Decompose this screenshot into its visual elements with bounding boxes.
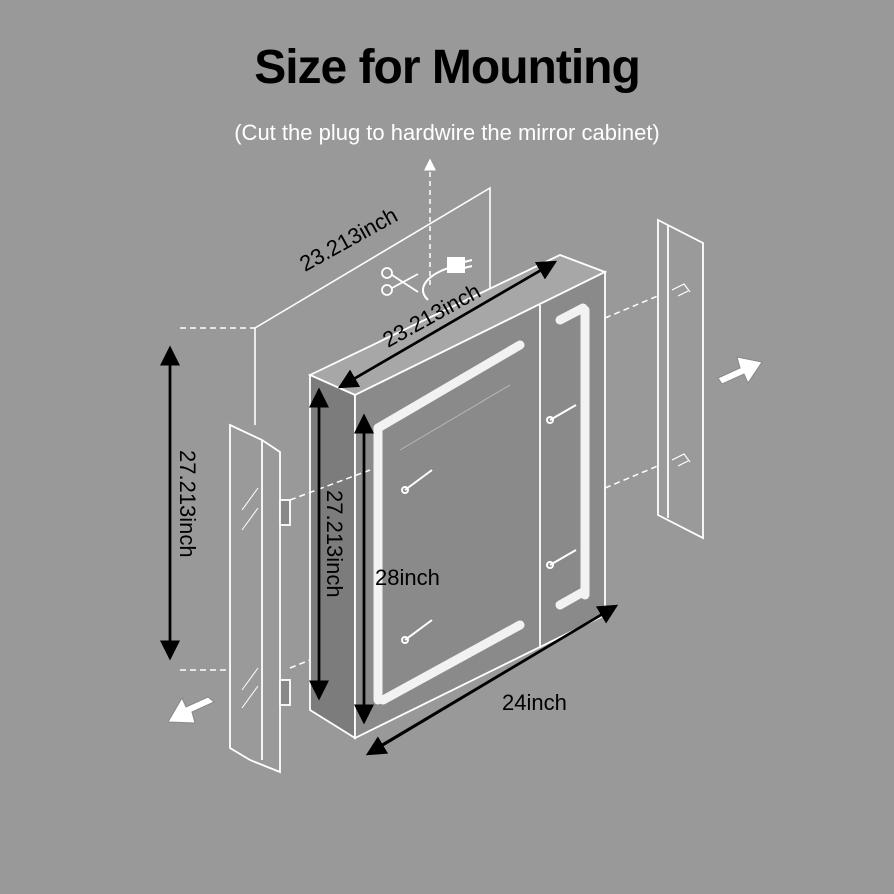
cabinet-body: [307, 254, 608, 740]
right-side-panel: [657, 218, 704, 540]
dimension-arrows: [160, 260, 619, 756]
dim-left-outer-label: 27.213inch: [175, 450, 200, 558]
screw-icon: [546, 404, 577, 424]
plug-icon: [421, 257, 473, 301]
dim-left-inner-label: 27.213inch: [322, 490, 347, 598]
led-strips: [373, 303, 590, 705]
screw-icons: [401, 404, 577, 644]
page-subtitle: (Cut the plug to hardwire the mirror cab…: [234, 120, 660, 145]
left-side-panel: [229, 423, 291, 774]
screw-icon: [546, 549, 577, 569]
screw-icon: [401, 469, 433, 494]
page-title: Size for Mounting: [254, 41, 641, 94]
arrow-icon: [717, 356, 763, 385]
dim-top-outer-label: 23.213inch: [295, 202, 401, 276]
dim-front-height-label: 28inch: [375, 565, 440, 590]
mirror-sheen: [399, 384, 511, 451]
screw-icon: [401, 619, 433, 644]
dim-width-label: 24inch: [502, 690, 567, 715]
scissors-icon: [381, 267, 419, 296]
arrow-icon: [167, 696, 215, 724]
